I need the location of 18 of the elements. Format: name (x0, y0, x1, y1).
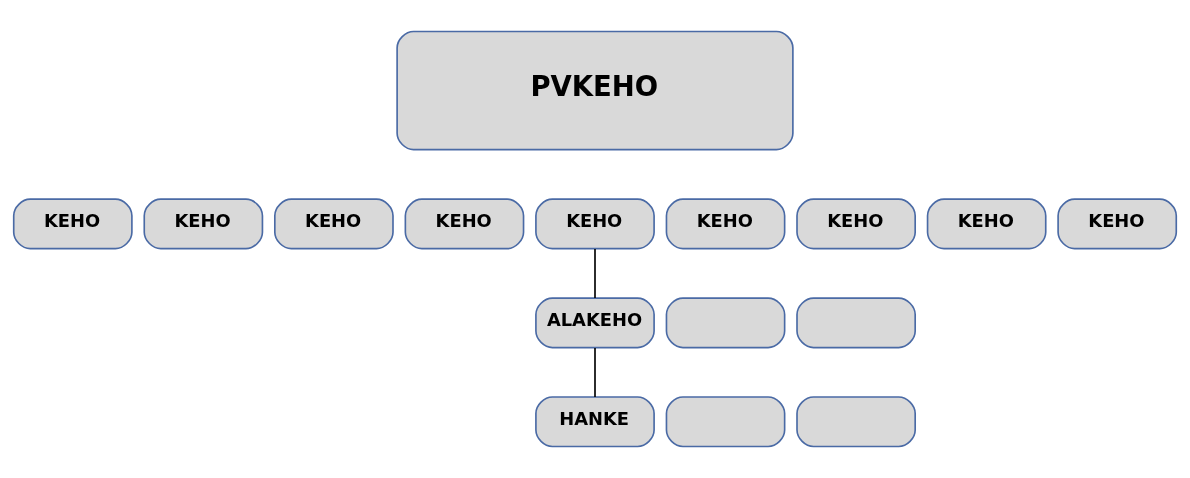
node-box (665, 396, 786, 448)
node-box: KEHO (12, 198, 133, 250)
node-box: KEHO (926, 198, 1047, 250)
node-box: KEHO (143, 198, 264, 250)
node-box (796, 297, 916, 349)
node-box: KEHO (535, 198, 655, 250)
node-box: KEHO (1057, 198, 1178, 250)
node-box: ALAKEHO (535, 297, 655, 349)
node-box: KEHO (665, 198, 786, 250)
connector (594, 347, 596, 398)
connector (594, 248, 596, 299)
node-box: PVKEHO (396, 30, 794, 151)
node-box (796, 396, 916, 448)
node-box: HANKE (535, 396, 655, 448)
node-box: KEHO (796, 198, 916, 250)
node-box: KEHO (404, 198, 525, 250)
node-box: KEHO (274, 198, 394, 250)
node-box (665, 297, 786, 349)
